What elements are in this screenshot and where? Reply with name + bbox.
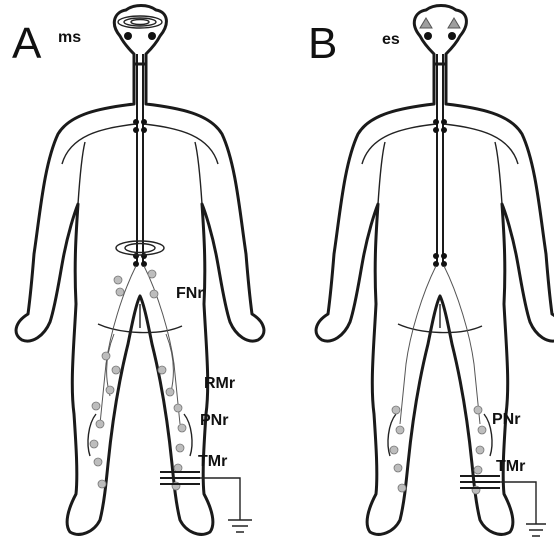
panel-a-letter: A — [12, 19, 42, 68]
panel-b-stim-label: es — [382, 31, 400, 48]
panel-a-tmr-label: TMr — [198, 453, 227, 470]
panel-a-stim-label: ms — [58, 29, 81, 46]
ground-icon — [526, 524, 546, 536]
panel-a-fnr-label: FNr — [176, 285, 204, 302]
panel-a-rmr-label: RMr — [204, 375, 235, 392]
scalp-electrode-icon — [420, 18, 460, 28]
panel-a-pnr-label: PNr — [200, 412, 228, 429]
panel-b-letter: B — [308, 19, 337, 68]
panel-b-tmr-label: TMr — [496, 458, 525, 475]
head-coil-icon — [118, 16, 162, 28]
panel-b-pnr-label: PNr — [492, 411, 520, 428]
panel-b — [316, 6, 554, 537]
ankle-stimulator — [160, 472, 240, 520]
lumbar-coil-icon — [116, 241, 164, 255]
ankle-stimulator — [460, 476, 536, 524]
ground-icon — [228, 520, 252, 532]
